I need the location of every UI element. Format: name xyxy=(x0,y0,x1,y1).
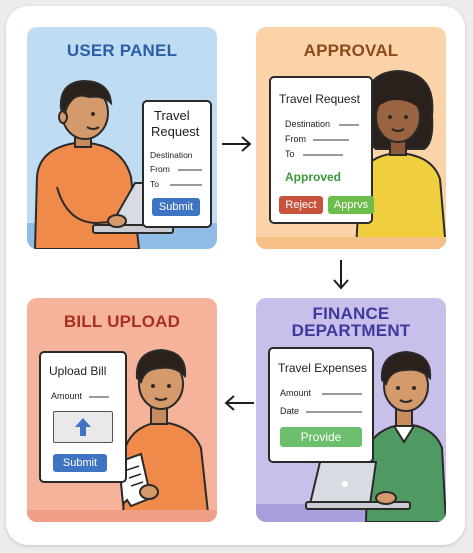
form-title: Travel Expenses xyxy=(278,361,367,375)
bill-upload-panel: BILL UPLOAD Upload Bill Amount Submit xyxy=(27,298,217,522)
panel-title: DEPARTMENT xyxy=(291,321,411,340)
field-line xyxy=(339,124,359,126)
approval-panel: APPROVAL Travel Request Destination From… xyxy=(256,27,446,249)
field-line xyxy=(303,154,343,156)
field-label: Amount xyxy=(51,391,83,401)
provide-button[interactable]: Provide xyxy=(280,427,362,447)
field-line xyxy=(170,184,202,186)
approved-status: Approved xyxy=(285,170,342,184)
panel-title: FINANCE xyxy=(312,304,390,323)
user-panel: USER PANEL Travel Request Destination Fr… xyxy=(27,27,217,249)
travel-request-review: Travel Request Destination From To Appro… xyxy=(269,76,374,224)
field-line xyxy=(306,411,362,413)
panel-title: APPROVAL xyxy=(303,41,399,60)
upload-bill-form: Upload Bill Amount Submit xyxy=(39,351,127,483)
form-title: Upload Bill xyxy=(49,364,107,378)
reject-button[interactable]: Reject xyxy=(279,196,323,214)
travel-request-form: Travel Request Destination From To Submi… xyxy=(142,100,212,228)
field-line xyxy=(178,169,202,171)
field-label: Destination xyxy=(285,119,331,129)
arrow-left-icon xyxy=(224,395,254,411)
field-label: To xyxy=(150,179,159,189)
field-label: Amount xyxy=(280,388,312,398)
submit-button[interactable]: Submit xyxy=(152,198,200,216)
submit-button[interactable]: Submit xyxy=(53,454,107,472)
field-label: To xyxy=(285,149,295,159)
field-label: From xyxy=(285,134,306,144)
field-line xyxy=(89,396,109,398)
field-label: Destination xyxy=(150,150,193,160)
field-label: From xyxy=(150,164,170,174)
finance-panel: FINANCE DEPARTMENT Travel Expenses Amoun… xyxy=(256,298,446,522)
form-title: Request xyxy=(151,124,200,139)
field-line xyxy=(322,393,362,395)
field-line xyxy=(313,139,349,141)
finance-illustration xyxy=(256,350,446,522)
arrow-down-icon xyxy=(333,260,349,290)
panel-title: BILL UPLOAD xyxy=(63,312,181,331)
arrow-right-icon xyxy=(222,136,252,152)
uploader-illustration xyxy=(27,348,217,522)
form-title: Travel xyxy=(154,108,190,123)
form-title: Travel Request xyxy=(279,92,360,106)
travel-expenses-form: Travel Expenses Amount Date Provide xyxy=(268,347,374,463)
field-label: Date xyxy=(280,406,300,416)
upload-arrow-icon xyxy=(75,418,91,436)
upload-dropzone[interactable] xyxy=(53,411,113,443)
panel-title: USER PANEL xyxy=(66,41,178,60)
approver-illustration xyxy=(256,69,446,249)
approve-button[interactable]: Apprvs xyxy=(328,196,374,214)
